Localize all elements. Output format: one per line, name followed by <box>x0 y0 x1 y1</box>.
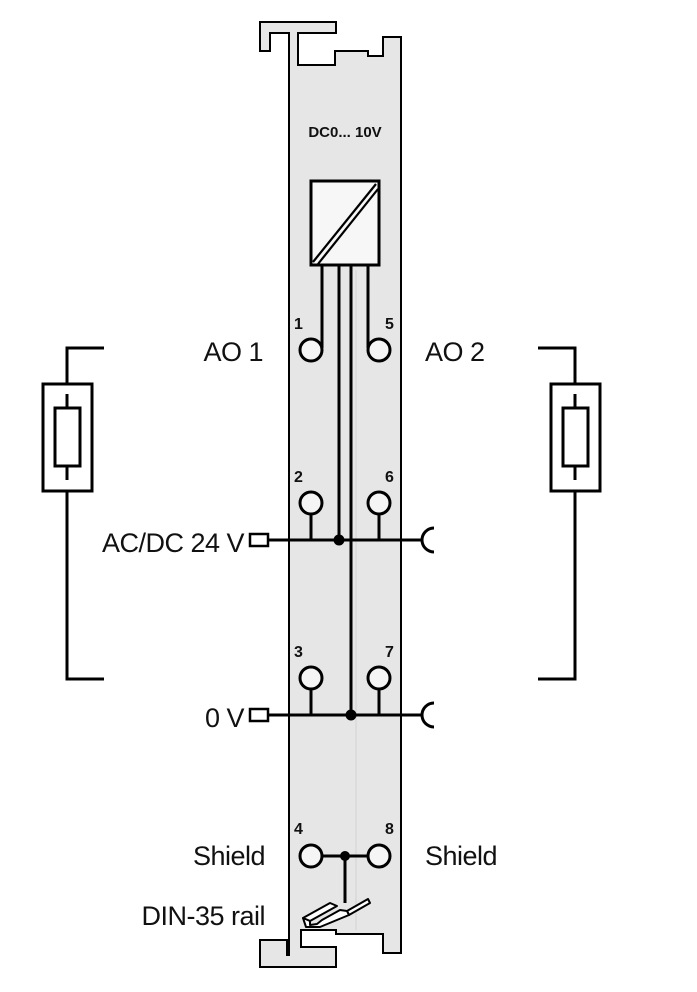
terminal-number-6: 6 <box>385 469 394 486</box>
din-rail-icon <box>302 898 371 928</box>
zero-volt-bus <box>248 689 435 729</box>
label-zero-volt: 0 V <box>205 703 245 733</box>
junction-dot <box>345 709 357 721</box>
terminal-number-5: 5 <box>385 316 394 333</box>
terminal-number-4: 4 <box>294 821 303 838</box>
junction-dot <box>333 534 345 546</box>
terminal-6 <box>366 490 392 516</box>
load-resistor-ao2 <box>538 346 602 681</box>
junction-dot <box>340 851 350 861</box>
label-din-rail: DIN-35 rail <box>141 901 265 931</box>
module-header: DC0... 10V <box>308 124 381 141</box>
label-shield-left: Shield <box>193 841 265 871</box>
terminal-2 <box>298 490 324 516</box>
terminal-number-1: 1 <box>294 316 303 333</box>
terminal-5 <box>366 337 392 363</box>
terminal-number-7: 7 <box>385 644 394 661</box>
label-ao2: AO 2 <box>425 337 485 367</box>
label-ao1: AO 1 <box>203 337 263 367</box>
label-supply: AC/DC 24 V <box>102 528 245 558</box>
load-resistor-ao1 <box>41 346 104 681</box>
terminal-8 <box>366 843 392 869</box>
terminal-number-3: 3 <box>294 644 303 661</box>
terminal-number-2: 2 <box>294 469 303 486</box>
terminal-4 <box>298 843 324 869</box>
label-shield-right: Shield <box>425 841 497 871</box>
converter-icon <box>309 179 381 267</box>
terminal-3 <box>298 665 324 691</box>
terminal-7 <box>366 665 392 691</box>
internal-wires <box>320 265 370 714</box>
terminal-1 <box>298 337 324 363</box>
terminal-number-8: 8 <box>385 821 394 838</box>
